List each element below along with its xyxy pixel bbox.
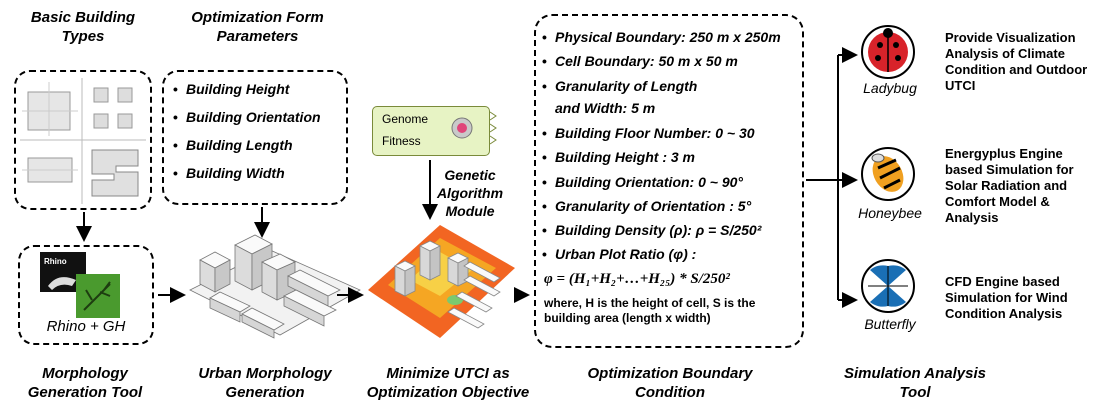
boundary-line-9: Building Density (ρ): ρ = S/250² bbox=[542, 221, 761, 239]
ladybug-label: Ladybug bbox=[863, 80, 917, 96]
boundary-line-1: Physical Boundary: 250 m x 250m bbox=[542, 28, 781, 46]
butterfly-icon bbox=[861, 259, 915, 313]
ladybug-icon bbox=[861, 25, 915, 79]
boundary-line-8: Granularity of Orientation : 5° bbox=[542, 197, 751, 215]
caption-morphology-generation-tool: Morphology Generation Tool bbox=[27, 365, 143, 401]
formula-note: where, H is the height of cell, S is the… bbox=[544, 296, 756, 325]
honeybee-description: Energyplus Engine based Simulation for S… bbox=[945, 146, 1074, 225]
caption-optimization-form-parameters: Optimization Form Parameters bbox=[191, 9, 324, 45]
butterfly-label: Butterfly bbox=[864, 316, 916, 332]
caption-optimization-boundary-condition: Optimization Boundary Condition bbox=[587, 365, 753, 401]
form-param-width: Building Width bbox=[173, 164, 285, 182]
boundary-line-5: Building Floor Number: 0 ~ 30 bbox=[542, 124, 755, 142]
rhino-gh-box bbox=[18, 245, 154, 345]
plot-ratio-formula: φ = (H₁+H₂+…+H₂₅) * S/250² bbox=[544, 271, 730, 287]
boundary-line-10: Urban Plot Ratio (φ) : bbox=[542, 245, 696, 263]
form-param-height: Building Height bbox=[173, 80, 289, 98]
ladybug-description: Provide Visualization Analysis of Climat… bbox=[945, 30, 1088, 93]
caption-minimize-utci: Minimize UTCI as Optimization Objective bbox=[366, 365, 530, 401]
boundary-condition-box bbox=[534, 14, 804, 348]
caption-genetic-algorithm-module: Genetic Algorithm Module bbox=[436, 167, 504, 219]
honeybee-label: Honeybee bbox=[858, 205, 922, 221]
boundary-line-3: Granularity of Length bbox=[542, 77, 697, 95]
genome-label: Genome bbox=[382, 112, 429, 126]
rhino-gh-label: Rhino + GH bbox=[46, 318, 126, 335]
boundary-line-7: Building Orientation: 0 ~ 90° bbox=[542, 173, 743, 191]
basic-building-types-box bbox=[14, 70, 152, 210]
boundary-line-6: Building Height : 3 m bbox=[542, 148, 695, 166]
boundary-line-4: and Width: 5 m bbox=[555, 100, 656, 116]
fitness-label: Fitness bbox=[382, 134, 421, 148]
caption-basic-building-types: Basic Building Types bbox=[30, 9, 136, 45]
boundary-line-2: Cell Boundary: 50 m x 50 m bbox=[542, 52, 738, 70]
form-param-orientation: Building Orientation bbox=[173, 108, 321, 126]
butterfly-description: CFD Engine based Simulation for Wind Con… bbox=[945, 274, 1068, 321]
form-parameters-box bbox=[162, 70, 348, 205]
caption-simulation-analysis-tool: Simulation Analysis Tool bbox=[844, 365, 986, 401]
svg-text:Rhino: Rhino bbox=[44, 257, 67, 266]
form-param-length: Building Length bbox=[173, 136, 292, 154]
honeybee-icon bbox=[861, 147, 915, 201]
caption-urban-morphology-generation: Urban Morphology Generation bbox=[198, 365, 332, 401]
